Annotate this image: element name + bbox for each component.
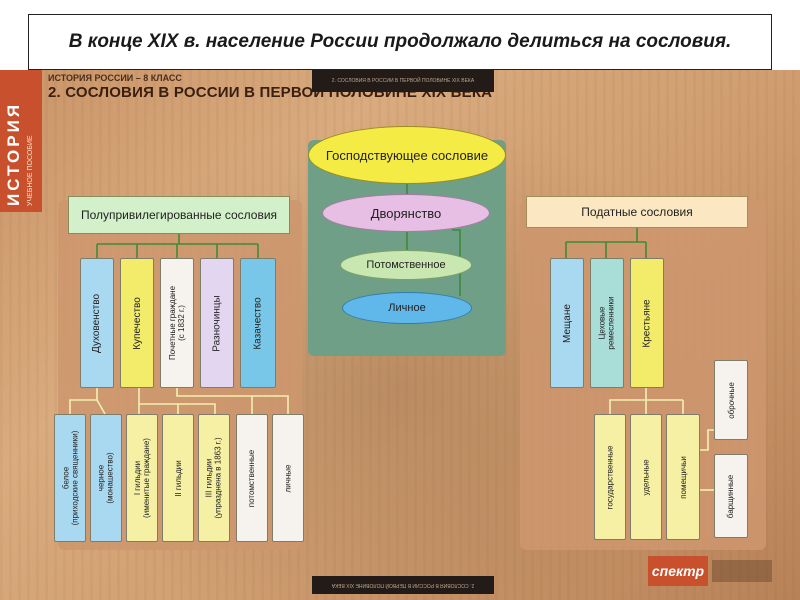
honorary-citizens-box: Почетные граждане(с 1832 г.) (160, 258, 194, 388)
raznochintsy-label: Разночинцы (211, 294, 223, 352)
appanage-peasants-box: удельные (630, 414, 662, 540)
state-peasants-label: государственные (605, 445, 615, 509)
hereditary-honorary-label: потомственные (247, 449, 257, 507)
landlord-peasants-label: помещичьи (678, 455, 688, 499)
honorary-citizens-line-1: Почетные граждане (168, 285, 177, 361)
third-guild-label: III гильдии(упразднена в 1863 г.) (205, 437, 223, 518)
clergy-box: Духовенство (80, 258, 114, 388)
first-guild-box: I гильдии(именитые граждане) (126, 414, 158, 542)
clergy-label: Духовенство (91, 293, 103, 353)
appanage-peasants-label: удельные (641, 458, 651, 496)
second-guild-label: II гильдии (173, 459, 183, 497)
second-guild-box: II гильдии (162, 414, 194, 542)
poster-course-label: ИСТОРИЯ РОССИИ – 8 КЛАСС (48, 73, 182, 83)
first-guild-label: I гильдии(именитые граждане) (133, 438, 151, 518)
black-clergy-line-2: (монашество) (106, 452, 116, 504)
artisans-line-2: ремесленники (607, 296, 616, 350)
history-side-strip: ИСТОРИЯ УЧЕБНОЕ ПОСОБИЕ (0, 70, 42, 212)
side-strip-subtitle: УЧЕБНОЕ ПОСОБИЕ (27, 135, 34, 206)
semi-privileged-header: Полупривилегированные сословия (68, 196, 290, 234)
townsfolk-label: Мещане (561, 303, 573, 343)
bottom-tab: 2. СОСЛОВИЯ В РОССИИ В ПЕРВОЙ ПОЛОВИНЕ X… (312, 576, 494, 594)
obrok-peasants-box: оброчные (714, 360, 748, 440)
black-clergy-box: черное(монашество) (90, 414, 122, 542)
publisher-logo: спектр (648, 556, 708, 586)
merchants-box: Купечество (120, 258, 154, 388)
obrok-peasants-label: оброчные (726, 381, 736, 419)
white-clergy-line-1: белое (61, 466, 70, 490)
peasants-box: Крестьяне (630, 258, 664, 388)
honorary-citizens-line-2: (с 1832 г.) (177, 305, 186, 341)
raznochintsy-box: Разночинцы (200, 258, 234, 388)
side-strip-title: ИСТОРИЯ (4, 101, 23, 206)
peasants-label: Крестьяне (641, 298, 653, 348)
white-clergy-box: белое(приходские священники) (54, 414, 86, 542)
first-guild-line-2: (именитые граждане) (142, 438, 151, 518)
landlord-peasants-box: помещичьи (666, 414, 700, 540)
publisher-note (712, 560, 772, 582)
third-guild-box: III гильдии(упразднена в 1863 г.) (198, 414, 230, 542)
personal-honorary-box: личные (272, 414, 304, 542)
slide-caption: В конце XIX в. население России продолжа… (28, 14, 772, 70)
personal-honorary-label: личные (283, 464, 293, 492)
townsfolk-box: Мещане (550, 258, 584, 388)
top-tab: 2. СОСЛОВИЯ В РОССИИ В ПЕРВОЙ ПОЛОВИНЕ X… (312, 70, 494, 92)
ruling-estate-oval: Господствующее сословие (308, 126, 506, 184)
estates-poster: ИСТОРИЯ УЧЕБНОЕ ПОСОБИЕ ИСТОРИЯ РОССИИ –… (0, 70, 800, 600)
first-guild-line-1: I гильдии (133, 460, 142, 496)
merchants-label: Купечество (131, 296, 143, 350)
third-guild-line-2: (упразднена в 1863 г.) (214, 437, 223, 519)
taxable-header: Податные сословия (526, 196, 748, 228)
white-clergy-label: белое(приходские священники) (61, 431, 79, 526)
corvee-peasants-box: барщинные (714, 454, 748, 538)
state-peasants-box: государственные (594, 414, 626, 540)
white-clergy-line-2: (приходские священники) (70, 430, 79, 526)
black-clergy-label: черное(монашество) (97, 452, 115, 503)
hereditary-nobility-oval: Потомственное (340, 250, 472, 280)
nobility-oval: Дворянство (322, 194, 490, 232)
honorary-citizens-label: Почетные граждане(с 1832 г.) (168, 286, 186, 360)
cossacks-label: Казачество (252, 296, 264, 350)
cossacks-box: Казачество (240, 258, 276, 388)
corvee-peasants-label: барщинные (726, 474, 736, 518)
personal-nobility-oval: Личное (342, 292, 472, 324)
hereditary-honorary-box: потомственные (236, 414, 268, 542)
